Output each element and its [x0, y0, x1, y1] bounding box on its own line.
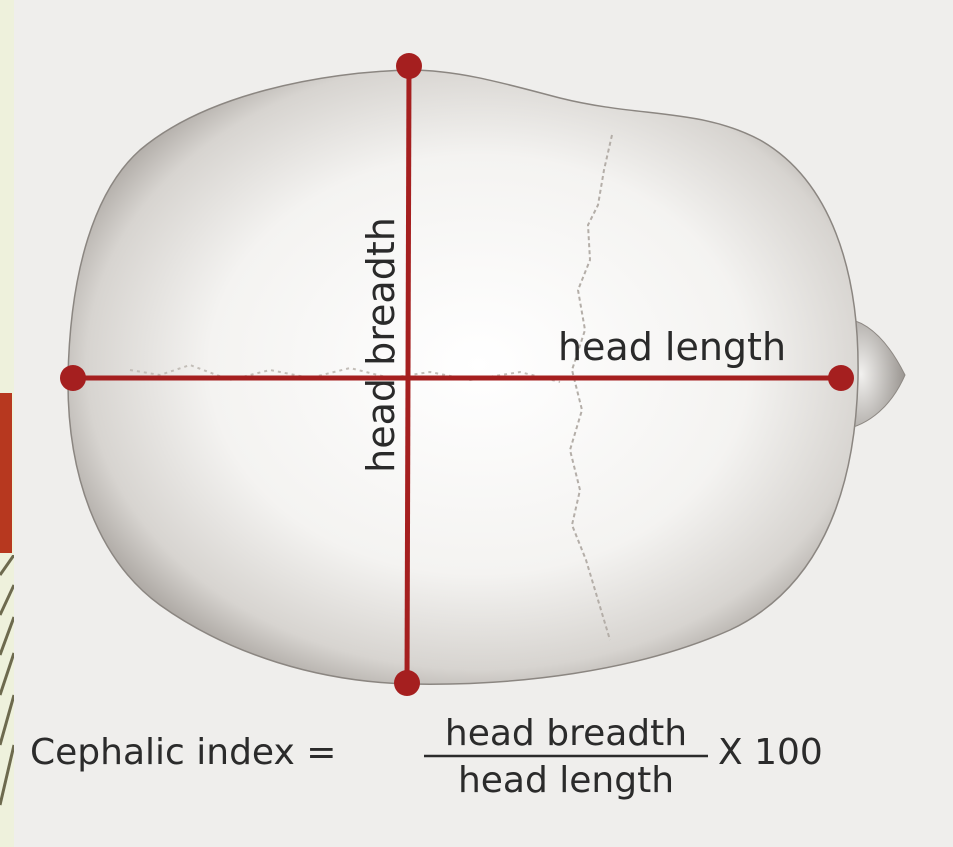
formula-lhs: Cephalic index =: [30, 732, 336, 773]
head-breadth-bottom-endpoint: [394, 670, 420, 696]
formula-numerator: head breadth: [445, 713, 687, 754]
formula-multiplier: X 100: [718, 732, 823, 773]
head-length-left-endpoint: [60, 365, 86, 391]
head-length-label: head length: [558, 325, 786, 369]
head-breadth-line: [407, 66, 409, 683]
head-breadth-top-endpoint: [396, 53, 422, 79]
formula-denominator: head length: [458, 760, 674, 801]
head-length-right-endpoint: [828, 365, 854, 391]
head-breadth-label: head breadth: [359, 217, 403, 473]
